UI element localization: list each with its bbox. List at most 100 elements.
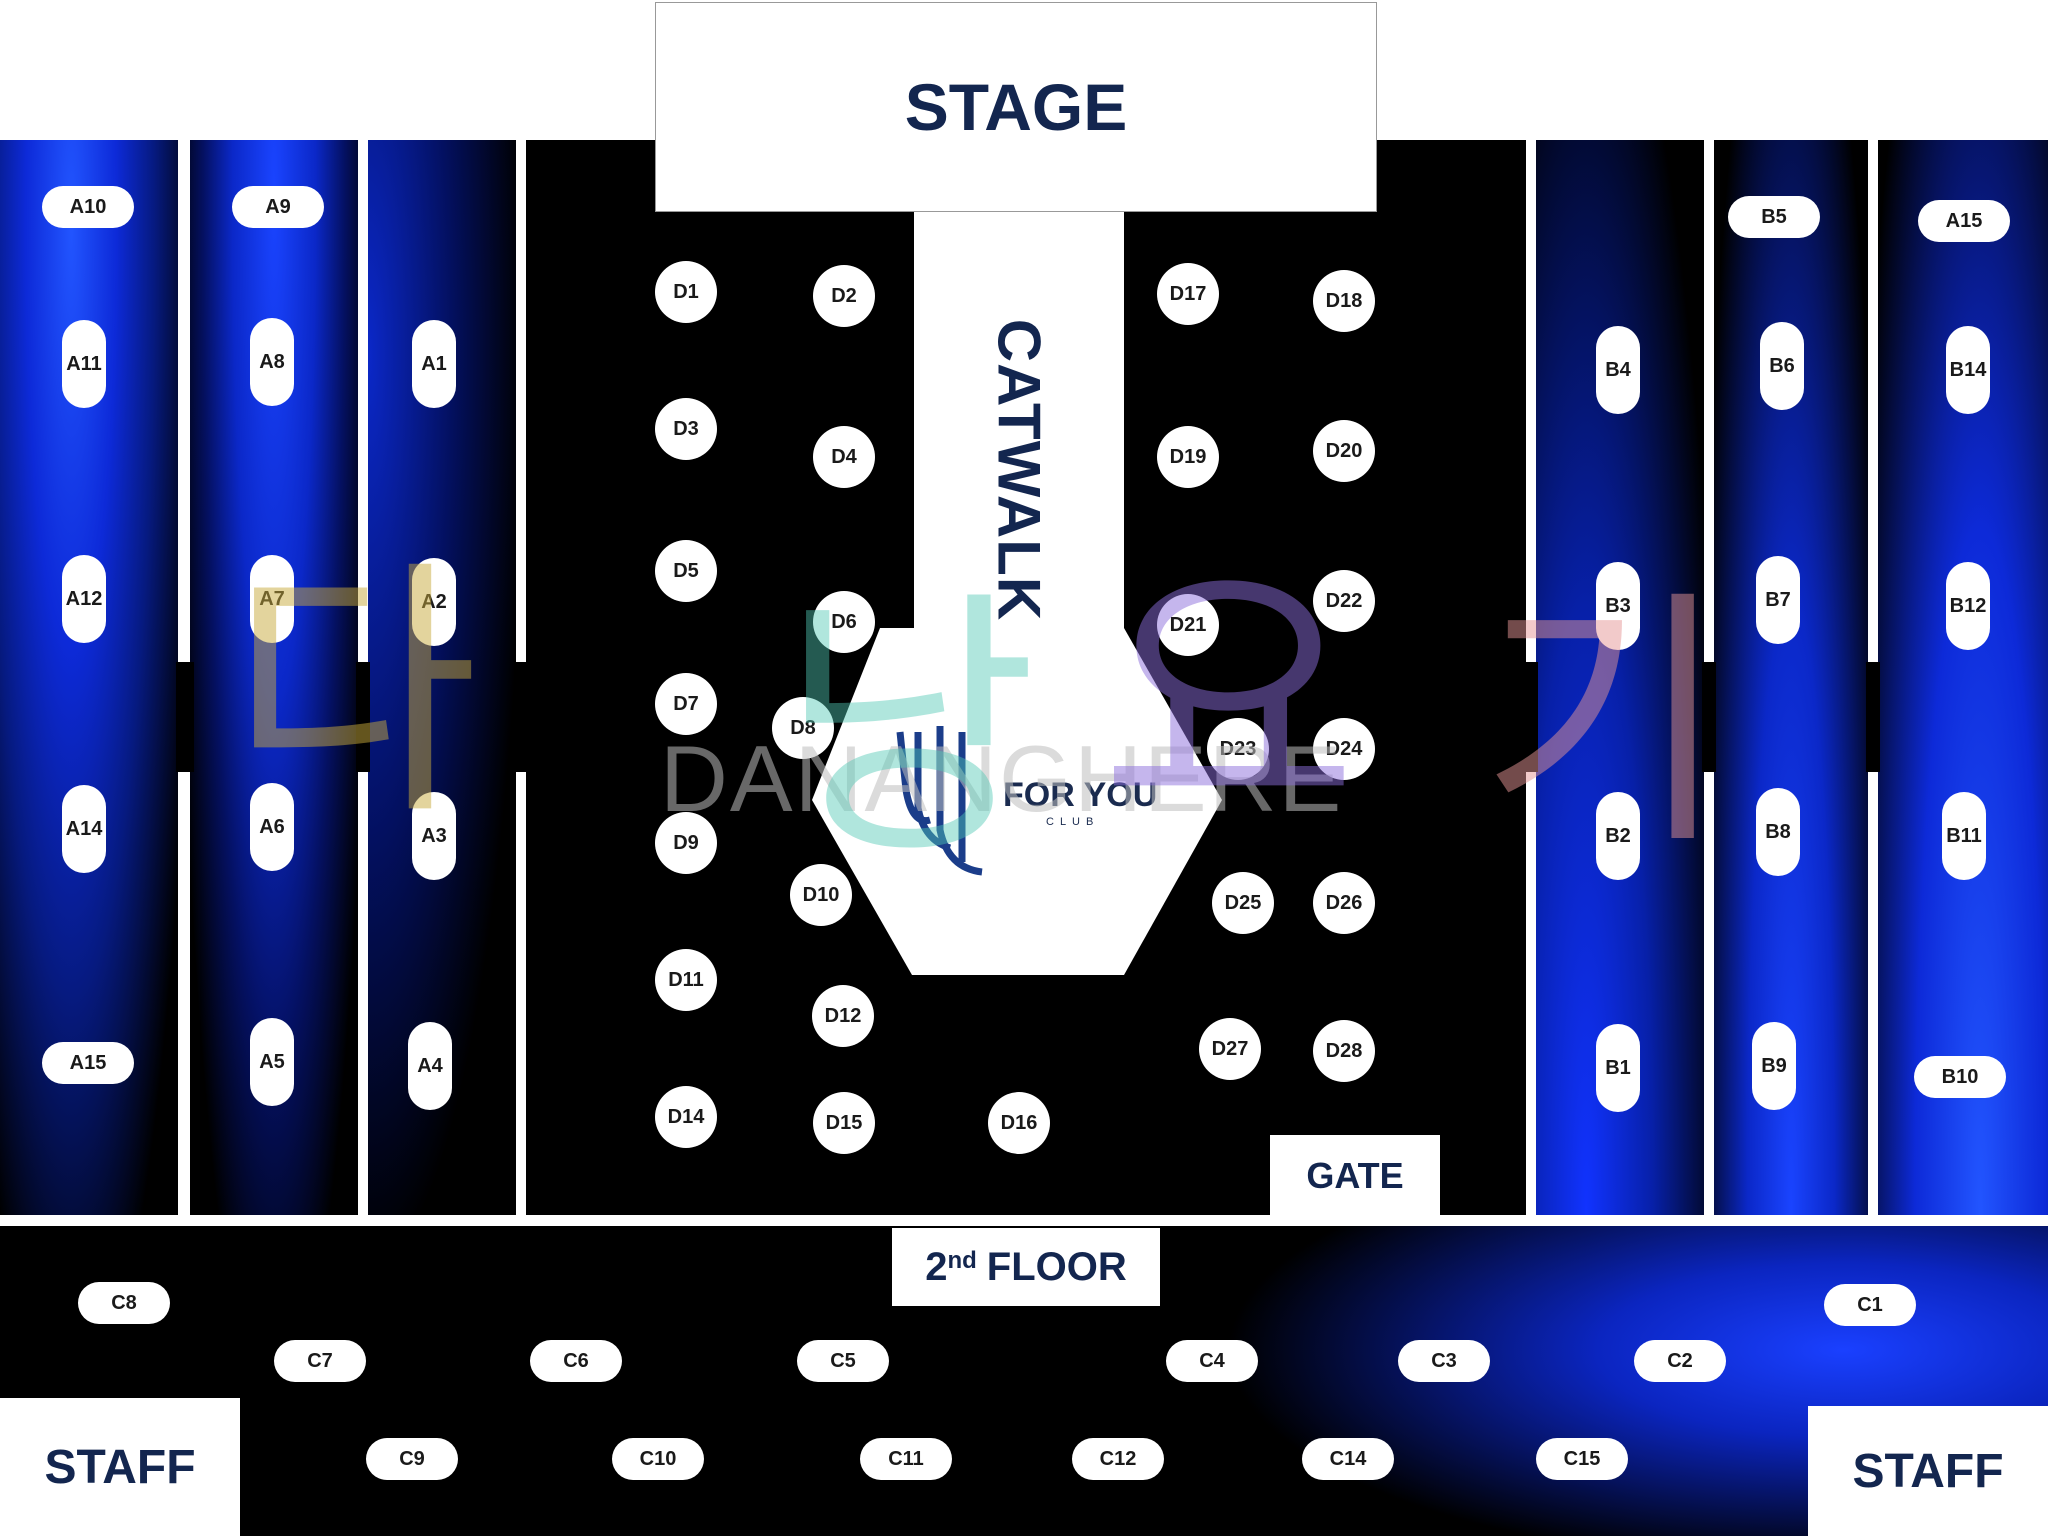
seat-c15[interactable]: C15 — [1536, 1438, 1628, 1480]
zone-a-col1 — [0, 140, 178, 1215]
seat-c4[interactable]: C4 — [1166, 1340, 1258, 1382]
seat-b12[interactable]: B12 — [1946, 562, 1990, 650]
floor-suffix: nd — [947, 1247, 977, 1274]
table-d27[interactable]: D27 — [1199, 1018, 1261, 1080]
table-d7[interactable]: D7 — [655, 673, 717, 735]
club-logo-icon — [896, 726, 983, 876]
floor-number: 2 — [925, 1244, 948, 1289]
seat-a3[interactable]: A3 — [412, 792, 456, 880]
divider-gap-right3 — [1866, 662, 1880, 772]
gate: GATE — [1270, 1135, 1440, 1217]
seat-b6[interactable]: B6 — [1760, 322, 1804, 410]
table-d21[interactable]: D21 — [1157, 594, 1219, 656]
seat-b2[interactable]: B2 — [1596, 792, 1640, 880]
table-d11[interactable]: D11 — [655, 949, 717, 1011]
watermark-korean-1: 다 — [230, 544, 479, 845]
table-d5[interactable]: D5 — [655, 540, 717, 602]
table-d1[interactable]: D1 — [655, 261, 717, 323]
seat-b9[interactable]: B9 — [1752, 1022, 1796, 1110]
platform-hexagon — [812, 628, 1222, 975]
seat-a15-right[interactable]: A15 — [1918, 200, 2010, 242]
catwalk — [914, 212, 1124, 632]
seat-c11[interactable]: C11 — [860, 1438, 952, 1480]
seat-c12[interactable]: C12 — [1072, 1438, 1164, 1480]
seat-a6[interactable]: A6 — [250, 783, 294, 871]
table-d4[interactable]: D4 — [813, 426, 875, 488]
stage-label: STAGE — [904, 70, 1128, 144]
seat-b4[interactable]: B4 — [1596, 326, 1640, 414]
watermark-korean-2: 낭 — [780, 574, 1038, 886]
seat-b14[interactable]: B14 — [1946, 326, 1990, 414]
seat-b11[interactable]: B11 — [1942, 792, 1986, 880]
divider-gap-left3 — [514, 662, 528, 772]
divider-gap-right2 — [1702, 662, 1716, 772]
seat-b3[interactable]: B3 — [1596, 562, 1640, 650]
seat-b10[interactable]: B10 — [1914, 1056, 2006, 1098]
table-d2[interactable]: D2 — [813, 265, 875, 327]
seat-b1[interactable]: B1 — [1596, 1024, 1640, 1112]
watermark-text: DANANGHERE — [660, 726, 1344, 831]
watermark-korean-3: 요 — [1100, 544, 1358, 856]
floor-word: FLOOR — [986, 1244, 1127, 1289]
seat-b5[interactable]: B5 — [1728, 196, 1820, 238]
seat-a9[interactable]: A9 — [232, 186, 324, 228]
seat-c9[interactable]: C9 — [366, 1438, 458, 1480]
seat-c2[interactable]: C2 — [1634, 1340, 1726, 1382]
divider-gap-left2 — [356, 662, 370, 772]
stage: STAGE — [655, 2, 1377, 212]
table-d26[interactable]: D26 — [1313, 872, 1375, 934]
table-d28[interactable]: D28 — [1313, 1020, 1375, 1082]
seat-a10[interactable]: A10 — [42, 186, 134, 228]
table-d18[interactable]: D18 — [1313, 270, 1375, 332]
table-d10[interactable]: D10 — [790, 864, 852, 926]
seat-c8[interactable]: C8 — [78, 1282, 170, 1324]
table-d8[interactable]: D8 — [772, 697, 834, 759]
staff-area-left: STAFF — [0, 1398, 240, 1536]
logo-subtext: CLUB — [1046, 816, 1100, 828]
seat-a5[interactable]: A5 — [250, 1018, 294, 1106]
table-d24[interactable]: D24 — [1313, 718, 1375, 780]
seat-c3[interactable]: C3 — [1398, 1340, 1490, 1382]
seat-a12[interactable]: A12 — [62, 555, 106, 643]
seat-b8[interactable]: B8 — [1756, 788, 1800, 876]
staff-area-right: STAFF — [1808, 1406, 2048, 1536]
table-d23[interactable]: D23 — [1207, 718, 1269, 780]
seat-c10[interactable]: C10 — [612, 1438, 704, 1480]
seat-c1[interactable]: C1 — [1824, 1284, 1916, 1326]
table-d20[interactable]: D20 — [1313, 420, 1375, 482]
divider-gap-right — [1524, 662, 1538, 772]
seat-a15-left[interactable]: A15 — [42, 1042, 134, 1084]
seat-a7[interactable]: A7 — [250, 555, 294, 643]
table-d22[interactable]: D22 — [1313, 570, 1375, 632]
table-d25[interactable]: D25 — [1212, 872, 1274, 934]
table-d15[interactable]: D15 — [813, 1092, 875, 1154]
seat-c5[interactable]: C5 — [797, 1340, 889, 1382]
table-d14[interactable]: D14 — [655, 1086, 717, 1148]
seat-a4[interactable]: A4 — [408, 1022, 452, 1110]
seat-c7[interactable]: C7 — [274, 1340, 366, 1382]
table-d9[interactable]: D9 — [655, 812, 717, 874]
watermark-korean-4: 기 — [1480, 574, 1729, 875]
seat-c6[interactable]: C6 — [530, 1340, 622, 1382]
table-d3[interactable]: D3 — [655, 398, 717, 460]
table-d16[interactable]: D16 — [988, 1092, 1050, 1154]
table-d19[interactable]: D19 — [1157, 426, 1219, 488]
staff-label-left: STAFF — [44, 1440, 196, 1494]
seat-a14[interactable]: A14 — [62, 785, 106, 873]
gate-label: GATE — [1306, 1155, 1404, 1196]
seat-a11[interactable]: A11 — [62, 320, 106, 408]
table-d17[interactable]: D17 — [1157, 263, 1219, 325]
table-d12[interactable]: D12 — [812, 985, 874, 1047]
seat-c14[interactable]: C14 — [1302, 1438, 1394, 1480]
table-d6[interactable]: D6 — [813, 591, 875, 653]
seat-a8[interactable]: A8 — [250, 318, 294, 406]
divider-gap-left — [176, 662, 194, 772]
staff-label-right: STAFF — [1852, 1444, 2004, 1498]
logo-text: FOR YOU — [1003, 776, 1158, 814]
seat-b7[interactable]: B7 — [1756, 556, 1800, 644]
seat-a2[interactable]: A2 — [412, 558, 456, 646]
seat-a1[interactable]: A1 — [412, 320, 456, 408]
